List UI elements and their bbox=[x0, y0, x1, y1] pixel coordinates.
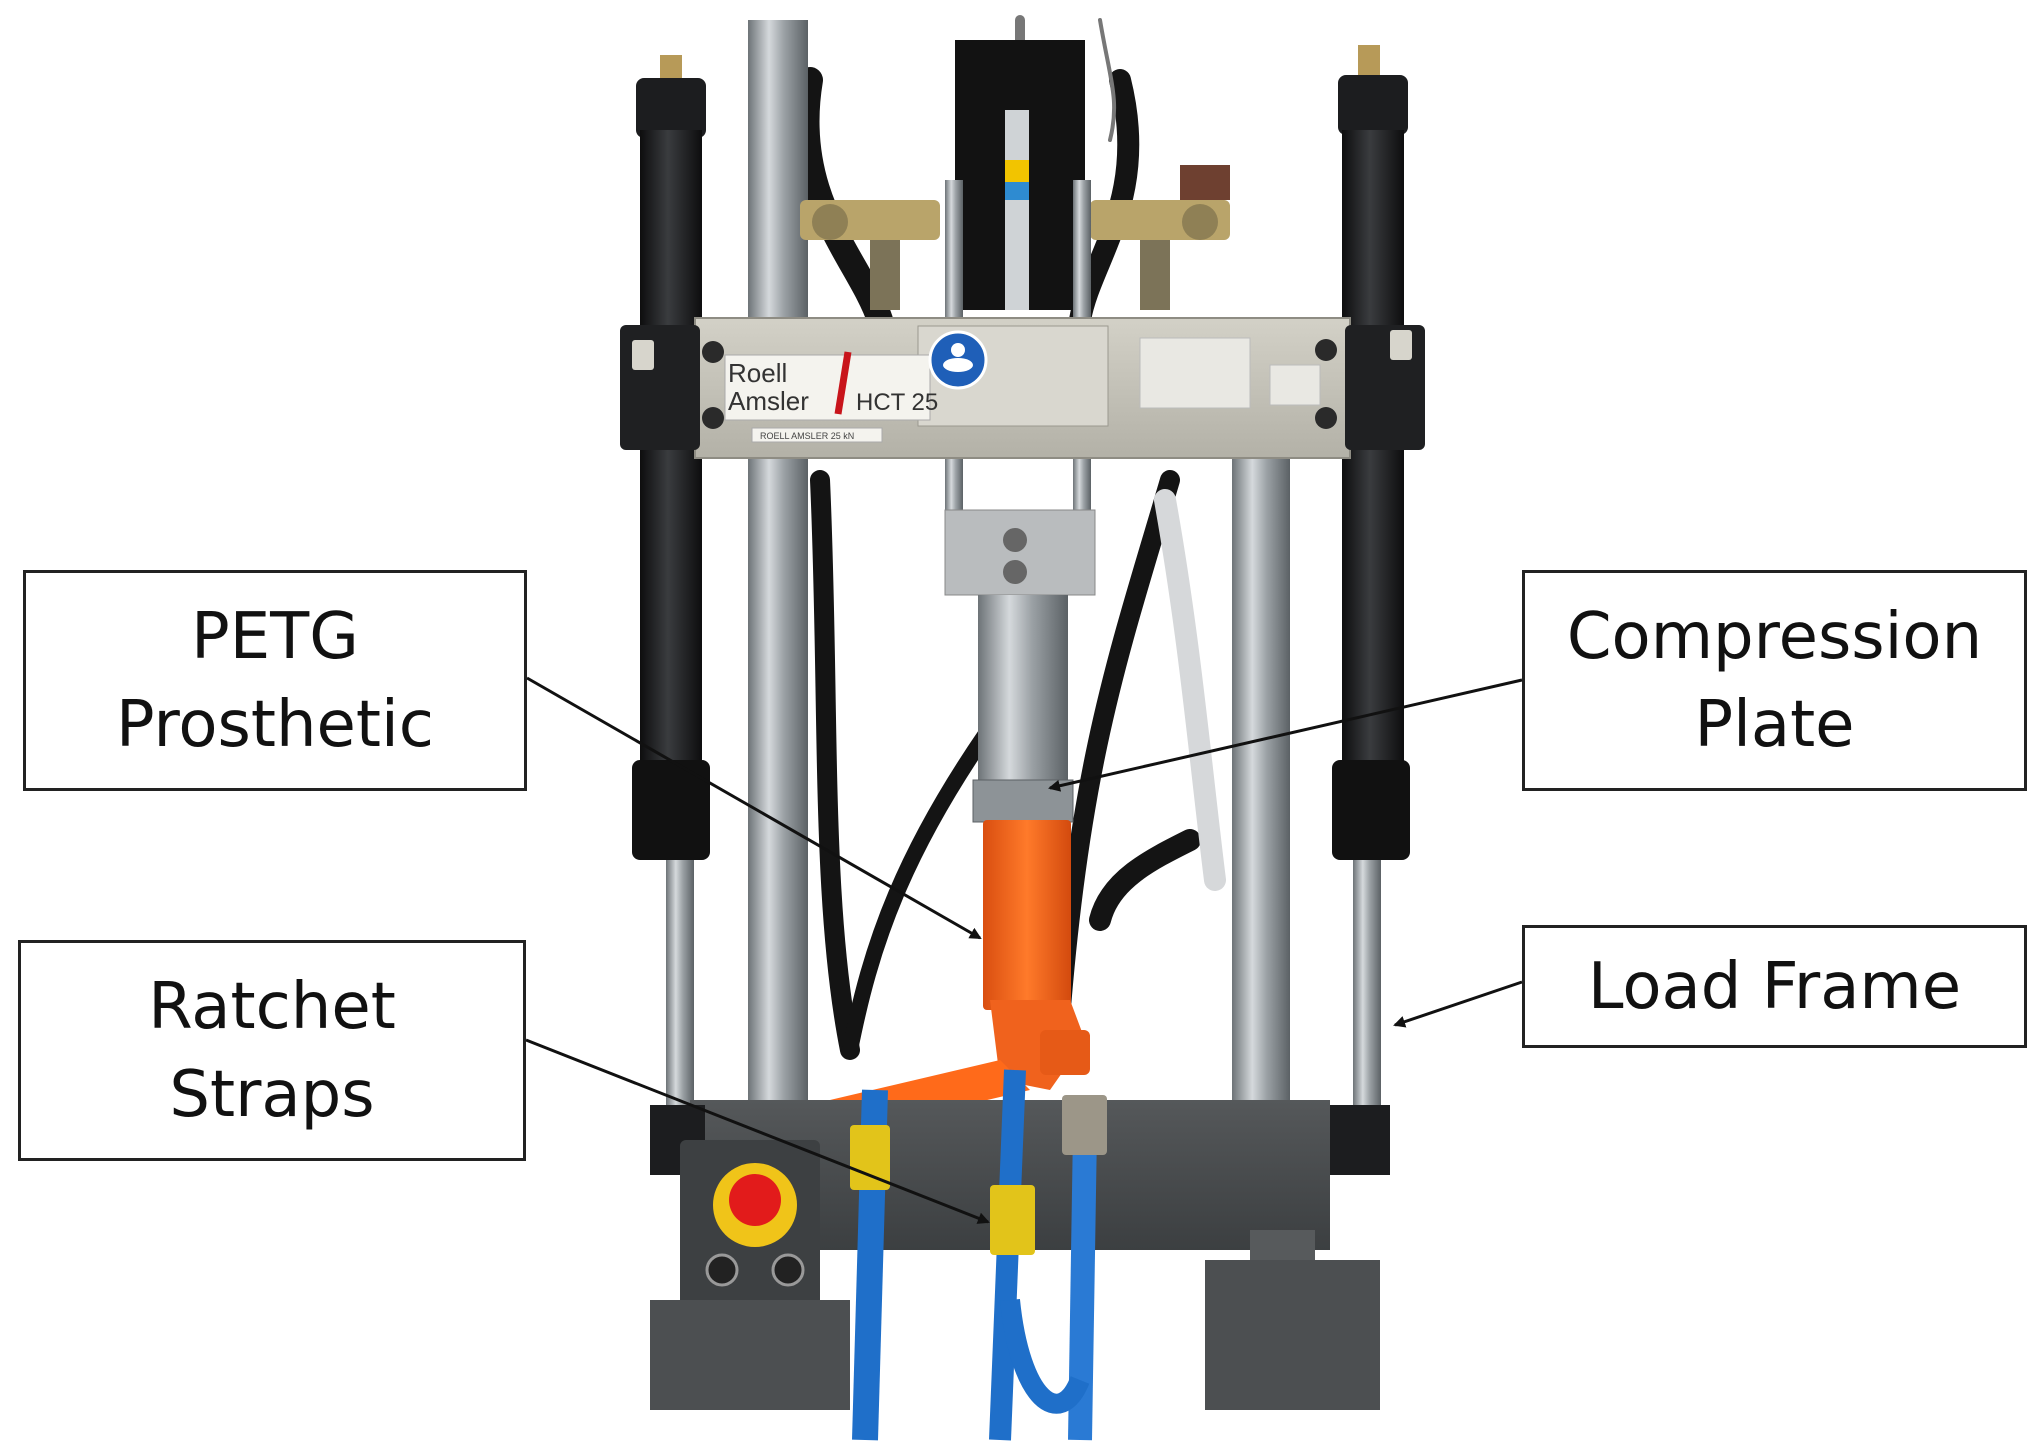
brand-label: Roell Amsler HCT 25 ROELL AMSLER 25 kN bbox=[724, 351, 938, 443]
lvdt-sensor bbox=[1005, 110, 1029, 310]
callout-ratchet-straps: Ratchet Straps bbox=[18, 940, 526, 1161]
callout-ratchet-line1: Ratchet bbox=[148, 969, 396, 1044]
right-steel-column bbox=[1232, 455, 1290, 1130]
ratchet-arrow bbox=[525, 1038, 990, 1224]
callout-arrows bbox=[525, 676, 1523, 1224]
goggles-safety-icon bbox=[928, 330, 988, 390]
left-hydraulic-cylinder bbox=[632, 55, 710, 1145]
callout-compression-line1: Compression bbox=[1566, 599, 1983, 674]
down-arrow-icon bbox=[771, 1253, 805, 1287]
callout-petg-line1: PETG bbox=[191, 599, 359, 674]
callout-compression-plate: Compression Plate bbox=[1522, 570, 2027, 791]
petg-arrow bbox=[526, 676, 982, 940]
callout-compression-line2: Plate bbox=[1694, 687, 1855, 762]
right-hydraulic-cylinder bbox=[1332, 45, 1410, 1145]
callout-load-frame: Load Frame bbox=[1522, 925, 2027, 1048]
load-frame-arrow bbox=[1393, 980, 1523, 1028]
callout-petg-line2: Prosthetic bbox=[116, 687, 434, 762]
ratchet-straps bbox=[850, 1069, 1107, 1441]
grey-cable bbox=[1154, 489, 1226, 891]
callout-petg-prosthetic: PETG Prosthetic bbox=[23, 570, 527, 791]
nameplate-label: ROELL AMSLER 25 kN bbox=[760, 431, 854, 441]
compression-arrow bbox=[1048, 678, 1523, 792]
brand-line-1: Roell bbox=[728, 358, 787, 388]
callout-load-frame-line1: Load Frame bbox=[1587, 949, 1962, 1024]
left-steel-column bbox=[748, 20, 808, 1130]
callout-ratchet-line2: Straps bbox=[169, 1057, 375, 1132]
up-arrow-icon bbox=[705, 1253, 739, 1287]
brand-line-2: Amsler bbox=[728, 386, 809, 416]
piston-rod bbox=[978, 595, 1068, 795]
model-label: HCT 25 bbox=[856, 389, 938, 416]
brass-valves bbox=[800, 165, 1230, 310]
emergency-stop-icon bbox=[713, 1163, 797, 1247]
